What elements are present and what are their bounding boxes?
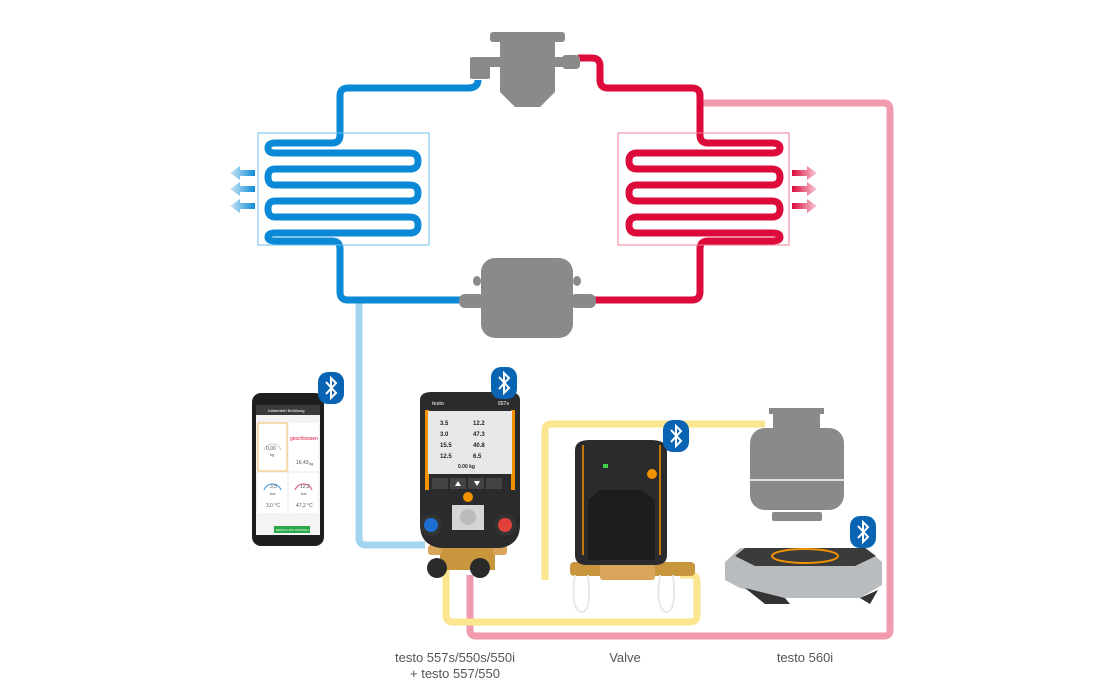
manifold-label-line2: + testo 557/550 (410, 666, 500, 681)
phone-start-label[interactable]: BEFÜLLUNG STARTEN (276, 528, 309, 532)
blue-pipe (264, 79, 482, 304)
phone-start-button (274, 526, 310, 533)
refrigerant-cylinder (750, 408, 844, 521)
manifold-reading: 15.5 (440, 443, 452, 449)
compressor (459, 258, 596, 338)
manifold-label-line1: testo 557s/550s/550i (395, 650, 515, 665)
phone-low-pressure: 3,5 (270, 484, 277, 490)
arrow-right-icon (792, 166, 817, 213)
manifold-reading: 40.8 (473, 443, 485, 449)
condenser-box (617, 132, 790, 246)
refrigerant-scale (725, 548, 882, 604)
bluetooth-icon (318, 372, 344, 404)
smartphone (252, 393, 324, 546)
evaporator-box (257, 132, 430, 246)
yellow-line-cylinder (541, 420, 765, 580)
arrow-left-icon (230, 166, 255, 213)
manifold-brand: testo (432, 401, 444, 407)
phone-valve-state: geschlossen (290, 436, 318, 442)
phone-low-temp: 3,0 °C (266, 503, 280, 509)
phone-weight: 16,43 (296, 460, 309, 466)
smart-valve (570, 440, 695, 614)
manifold-model: 557s (498, 401, 510, 407)
phone-target-unit: kg (270, 452, 275, 457)
phone-pressure-unit-2: bar (301, 491, 307, 496)
bluetooth-icon (491, 367, 517, 399)
manifold-reading: 6.5 (473, 454, 482, 460)
bluetooth-icon (663, 420, 689, 452)
phone-high-temp: 47,2 °C (296, 503, 313, 509)
pink-line (466, 99, 894, 640)
valve-label: Valve (609, 650, 641, 665)
phone-title: Kältemittel Befüllung (268, 408, 305, 413)
expansion-valve (470, 32, 580, 107)
manifold-weight: 0.00 kg (458, 464, 475, 470)
phone-weight-unit: kg (309, 461, 314, 466)
manifold-reading: 47.3 (473, 432, 485, 438)
phone-target-weight: 0,00 (266, 446, 276, 452)
digital-manifold (420, 392, 520, 578)
bluetooth-icon (850, 516, 876, 548)
manifold-reading: 12.2 (473, 421, 485, 427)
manifold-reading: 3.0 (440, 432, 449, 438)
phone-high-pressure: 12,2 (300, 484, 310, 490)
phone-pressure-unit: bar (270, 491, 276, 496)
red-pipe (578, 54, 784, 304)
yellow-line (442, 570, 701, 626)
light-blue-line (355, 300, 425, 549)
manifold-label: testo 557s/550s/550i + testo 557/550 (380, 650, 530, 682)
manifold-reading: 3.5 (440, 421, 449, 427)
scale-label: testo 560i (776, 650, 834, 665)
manifold-reading: 12.5 (440, 454, 452, 460)
